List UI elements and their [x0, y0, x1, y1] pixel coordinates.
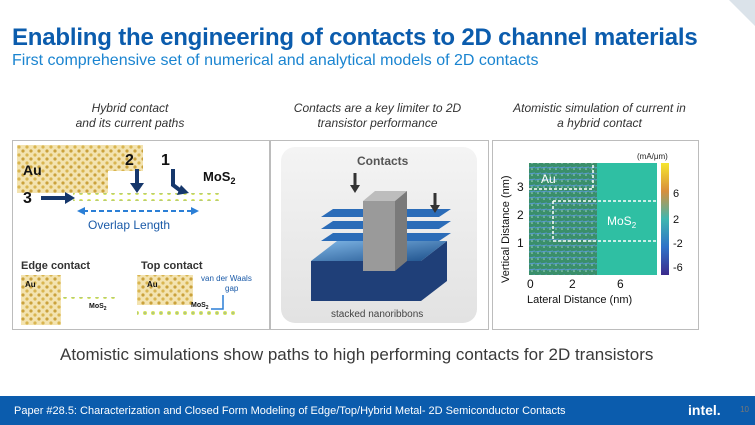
path-2-label: 2 [125, 152, 134, 169]
path-3-arrowhead [65, 192, 75, 204]
gate-top [363, 191, 407, 201]
x-axis-label: Lateral Distance (nm) [527, 294, 632, 306]
gate-block [363, 201, 395, 271]
panel3-caption-line1: Atomistic simulation of current in [513, 101, 686, 115]
vdw-gap-pointer [211, 295, 224, 310]
hybrid-contact-figure: Au MoS2 2 1 3 Overlap Length Edge contac… [17, 145, 252, 325]
top-mos2-lattice [137, 311, 237, 317]
panel2-caption-line1: Contacts are a key limiter to 2D [293, 101, 462, 115]
nanoribbons-label: stacked nanoribbons [331, 309, 423, 320]
vdw-gap-label-line2: gap [225, 284, 239, 293]
overlap-right-arrowhead [191, 207, 199, 215]
colorbar [661, 163, 669, 275]
ytick-1: 1 [517, 236, 524, 250]
colorbar-tick-6: 6 [673, 188, 679, 200]
panel2-caption: Contacts are a key limiter to 2D transis… [270, 101, 485, 131]
simulation-panel: (mA/μm) Au MoS2 6 2 -2 -6 3 2 1 0 2 6 La… [492, 140, 699, 330]
path-1-arrow [171, 169, 183, 193]
colorbar-tick-neg6: -6 [673, 262, 683, 274]
edge-mos2-label: MoS2 [89, 303, 107, 312]
panel1-caption-line2: and its current paths [75, 116, 185, 130]
footer-bar: Paper #28.5: Characterization and Closed… [0, 396, 755, 425]
sim-mos2-label: MoS2 [607, 214, 637, 230]
footer-paper-reference: Paper #28.5: Characterization and Closed… [14, 405, 566, 417]
vdw-gap-label-line1: van der Waals [201, 274, 252, 283]
panel1-caption-line1: Hybrid contact [91, 101, 169, 115]
sim-au-label: Au [541, 172, 556, 186]
overlap-length-label: Overlap Length [88, 218, 170, 232]
xtick-0: 0 [527, 277, 534, 291]
panel2-caption-line2: transistor performance [317, 116, 438, 130]
edge-mos2-lattice [61, 297, 117, 303]
edge-au-label: Au [25, 280, 36, 289]
gold-lattice [17, 145, 143, 193]
slide-subtitle: First comprehensive set of numerical and… [12, 52, 539, 69]
hybrid-contact-panel: Au MoS2 2 1 3 Overlap Length Edge contac… [12, 140, 270, 330]
path-2-arrowhead [130, 183, 144, 193]
summary-statement: Atomistic simulations show paths to high… [60, 345, 654, 364]
top-mos2-label: MoS2 [191, 302, 209, 311]
edge-contact-title: Edge contact [21, 260, 90, 272]
nanoribbon-figure: Contacts stacked nanoribbons [281, 147, 477, 323]
y-axis-label: Vertical Distance (nm) [500, 175, 512, 283]
panel3-caption-line2: a hybrid contact [557, 116, 642, 130]
slide-title: Enabling the engineering of contacts to … [12, 24, 698, 51]
path-3-label: 3 [23, 190, 32, 207]
mos2-lattice [73, 193, 223, 201]
au-label: Au [23, 162, 42, 178]
top-contact-title: Top contact [141, 260, 203, 272]
mos2-label: MoS2 [203, 169, 235, 186]
contact-arrowhead-left [350, 185, 360, 193]
slide-corner-decoration [729, 0, 755, 26]
ytick-2: 2 [517, 208, 524, 222]
panel1-caption: Hybrid contact and its current paths [30, 101, 230, 131]
intel-logo: intel. [688, 402, 721, 418]
colorbar-tick-neg2: -2 [673, 238, 683, 250]
path-1-label: 1 [161, 152, 170, 169]
top-au-label: Au [147, 280, 158, 289]
xtick-2: 2 [569, 277, 576, 291]
edge-gold-lattice [21, 275, 61, 325]
top-gold-lattice [137, 275, 193, 305]
xtick-6: 6 [617, 277, 624, 291]
contacts-label: Contacts [357, 154, 409, 168]
nanoribbon-panel: Contacts stacked nanoribbons [270, 140, 489, 330]
gate-side [395, 191, 407, 271]
ytick-3: 3 [517, 180, 524, 194]
mos2-boundary [552, 200, 657, 242]
page-number: 10 [740, 405, 749, 414]
colorbar-tick-2: 2 [673, 214, 679, 226]
path-1-arrowhead [177, 185, 189, 195]
overlap-left-arrowhead [77, 207, 85, 215]
simulation-figure: (mA/μm) Au MoS2 6 2 -2 -6 3 2 1 0 2 6 La… [500, 152, 683, 306]
au-field [529, 163, 597, 275]
contact-arrowhead-right [430, 205, 440, 213]
panel3-caption: Atomistic simulation of current in a hyb… [492, 101, 707, 131]
colorbar-unit: (mA/μm) [637, 152, 668, 161]
au-boundary [529, 163, 594, 190]
